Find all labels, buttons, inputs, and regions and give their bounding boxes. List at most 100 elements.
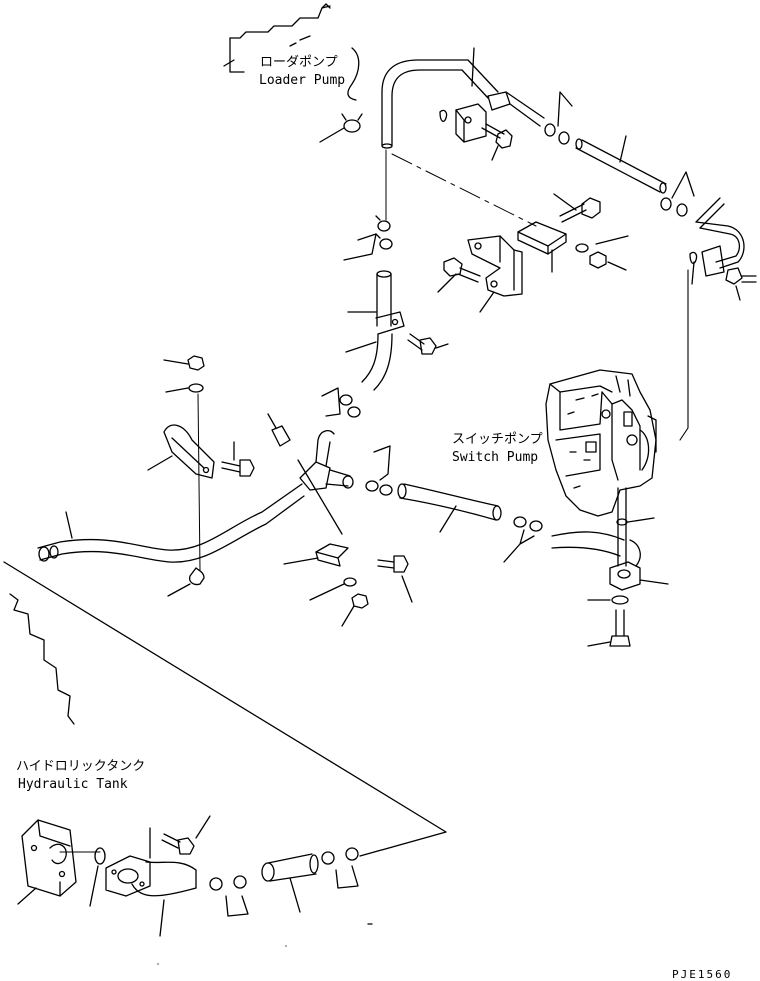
leader-line — [557, 91, 573, 127]
straight-pipe — [575, 138, 667, 194]
leader-line — [435, 343, 449, 349]
o-ring — [660, 197, 672, 211]
washer — [343, 577, 357, 587]
upper-bent-tube — [381, 59, 499, 149]
leader-line — [267, 413, 277, 429]
leader-line — [341, 605, 355, 627]
centerline — [679, 269, 689, 441]
bracket-clamp-lower — [315, 543, 349, 567]
leader-line — [639, 579, 669, 585]
small-clip — [689, 251, 698, 265]
leader-line — [195, 815, 211, 839]
tube-extension — [505, 91, 545, 127]
hose-clamp-pair-mid — [339, 394, 361, 418]
washer — [188, 383, 204, 393]
tube-clamp-block — [487, 91, 511, 111]
middle-hose — [397, 483, 502, 521]
hose-clamp-pair-right — [513, 516, 543, 532]
nut — [187, 355, 205, 371]
leader-line — [439, 505, 457, 533]
leader-line — [607, 261, 627, 271]
hose-clamp-pair-tee — [365, 480, 393, 496]
leader-line — [627, 517, 655, 523]
leader-line — [167, 583, 191, 597]
leader-line — [479, 291, 495, 313]
bolt-middle — [559, 197, 601, 223]
hydraulic-tank-jp-label: ハイドロリックタンク — [16, 759, 145, 774]
leader-line — [65, 511, 73, 539]
leader-line — [503, 529, 535, 563]
leader-line — [223, 59, 235, 67]
bolt-right — [725, 267, 757, 285]
bolt-bracket — [443, 257, 481, 283]
drawing-code: PJE1560 — [672, 968, 732, 981]
vertical-hose — [361, 270, 405, 391]
loader-pump-jp-label: ローダポンプ — [260, 55, 338, 70]
u-bolt — [188, 567, 205, 586]
leader-line — [691, 261, 695, 285]
main-pipe — [37, 483, 305, 563]
leader-line — [595, 235, 629, 245]
centerline — [391, 153, 537, 227]
angle-bracket-upper — [517, 221, 567, 255]
bolt-flange — [161, 833, 195, 855]
leader-line — [289, 877, 301, 913]
leader-line — [319, 127, 345, 143]
bolt-saddle — [221, 459, 255, 477]
leader-line — [671, 171, 695, 199]
bolt-upper — [481, 123, 513, 149]
leader-line — [343, 233, 377, 261]
small-clip — [439, 109, 448, 123]
leader-line — [225, 895, 249, 917]
tank-broken-edge — [9, 593, 75, 725]
hose-clamp-upper-left — [341, 113, 363, 133]
leader-line — [587, 641, 611, 647]
leader-line — [159, 899, 165, 937]
o-ring — [676, 203, 688, 217]
leader-line — [163, 359, 189, 365]
main-tee — [299, 429, 354, 491]
right-bent-tube — [695, 197, 745, 277]
tank-outline — [3, 561, 447, 857]
bolt-switch-pump — [609, 609, 631, 647]
leader-line — [89, 865, 99, 907]
pipe-saddle-clamp — [163, 424, 215, 479]
leader-line — [491, 145, 499, 161]
leader-line — [321, 387, 341, 417]
tank-hose — [261, 853, 319, 882]
leader-line — [283, 557, 319, 565]
washer — [611, 595, 629, 605]
tank-flange-plate — [21, 819, 77, 897]
nut — [589, 251, 607, 269]
leader-line — [619, 135, 627, 163]
hydraulic-tank-en-label: Hydraulic Tank — [18, 777, 128, 792]
hose-clamp-pair-tank-left — [209, 875, 247, 891]
leader-line — [471, 47, 475, 87]
tube-bracket — [455, 103, 487, 143]
switch-pump-en-label: Switch Pump — [452, 450, 538, 465]
o-ring — [558, 131, 570, 145]
gasket — [94, 847, 106, 865]
o-ring — [544, 123, 556, 137]
switch-pump-fitting — [609, 487, 641, 591]
leader-line — [165, 387, 189, 393]
leader-line — [17, 887, 37, 905]
switch-pump-jp-label: スイッチポンプ — [452, 432, 543, 447]
centerline — [297, 459, 343, 535]
hose-clamp-pair-tank-right — [321, 847, 359, 865]
bolt-lower-mid — [377, 555, 409, 573]
leader-line — [335, 865, 359, 889]
hose-clamp-pair-upper — [375, 215, 393, 250]
tube-clip — [271, 425, 291, 447]
leader-line — [401, 575, 413, 603]
centerline — [197, 393, 201, 571]
leader-line — [147, 455, 173, 471]
bolt-vertical-hose — [407, 333, 437, 355]
switch-pump-body — [545, 369, 657, 517]
elbow-hose-switch — [551, 531, 625, 557]
leader-line — [553, 193, 577, 211]
leader-line — [345, 341, 377, 353]
loader-pump-en-label: Loader Pump — [259, 73, 345, 88]
